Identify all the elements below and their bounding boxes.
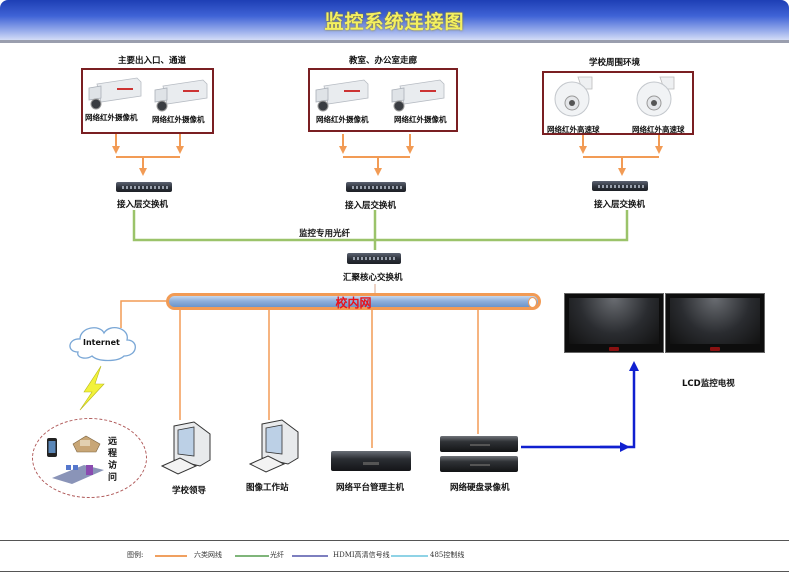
hdmi-link xyxy=(521,361,639,449)
cat6-drops xyxy=(120,300,479,448)
camera-group-surroundings: 网络红外高速球 网络红外高速球 xyxy=(542,71,694,135)
internet-label: Internet xyxy=(83,338,120,347)
cat6-group3-links xyxy=(579,134,663,176)
legend-swatch-485 xyxy=(391,555,428,557)
endpoint-label: 学校领导 xyxy=(172,486,207,496)
internet-cloud-icon xyxy=(69,327,136,362)
legend-label: 六类网线 xyxy=(194,551,222,559)
group-title-corridors: 教室、办公室走廊 xyxy=(349,56,418,66)
access-switch-icon xyxy=(346,182,406,192)
legend-label: HDMI高清信号线 xyxy=(333,551,390,559)
fiber-label: 监控专用光纤 xyxy=(299,229,351,239)
endpoint-label: 网络硬盘录像机 xyxy=(450,483,510,493)
lightning-icon xyxy=(79,365,105,411)
camera-label: 网络红外高速球 xyxy=(632,125,685,134)
camera-label: 网络红外摄像机 xyxy=(152,115,205,124)
remote-access-label: 远程访问 xyxy=(108,437,118,483)
fiber-links xyxy=(132,210,629,250)
legend-label: 485控制线 xyxy=(430,551,465,559)
lcd-monitor-icon xyxy=(564,293,664,353)
management-server-icon xyxy=(331,451,411,471)
cat6-group2-links xyxy=(339,134,414,176)
endpoint-label: 图像工作站 xyxy=(246,483,289,493)
group-title-surroundings: 学校周围环境 xyxy=(589,58,641,68)
core-switch-label: 汇聚核心交换机 xyxy=(343,273,403,283)
bullet-camera-icon xyxy=(391,79,445,112)
bullet-camera-icon xyxy=(315,79,369,112)
legend-swatch-hdmi xyxy=(292,555,328,557)
campus-network-bus: 校内网 xyxy=(166,293,541,310)
access-switch-label: 接入层交换机 xyxy=(117,200,169,210)
core-switch-icon xyxy=(347,253,401,264)
bullet-camera-icon xyxy=(88,77,142,110)
legend-swatch-cat6 xyxy=(155,555,187,557)
diagram-title: 监控系统连接图 xyxy=(324,11,465,33)
camera-group-corridors: 网络红外摄像机 网络红外摄像机 xyxy=(308,68,458,132)
title-banner: 监控系统连接图 xyxy=(0,0,789,43)
remote-access-zone xyxy=(32,418,147,498)
dome-camera-icon xyxy=(636,76,675,117)
dome-camera-icon xyxy=(554,76,593,117)
access-switch-icon xyxy=(116,182,172,192)
nvr-icon xyxy=(440,456,518,472)
camera-label: 网络红外摄像机 xyxy=(85,113,138,122)
camera-group-entrances: 网络红外摄像机 网络红外摄像机 xyxy=(81,68,214,134)
endpoint-label: 网络平台管理主机 xyxy=(336,483,405,493)
campus-network-label: 校内网 xyxy=(335,296,372,310)
cat6-group1-links xyxy=(112,134,184,176)
access-switch-label: 接入层交换机 xyxy=(345,201,397,211)
bullet-camera-icon xyxy=(154,79,208,112)
group-title-entrances: 主要出入口、通道 xyxy=(118,56,187,66)
legend-label: 光纤 xyxy=(270,551,284,559)
camera-label: 网络红外摄像机 xyxy=(394,115,447,124)
camera-label: 网络红外摄像机 xyxy=(316,115,369,124)
legend-swatch-fiber xyxy=(235,555,269,557)
nvr-icon xyxy=(440,436,518,452)
camera-label: 网络红外高速球 xyxy=(547,125,600,134)
lcd-display-label: LCD监控电视 xyxy=(682,379,735,389)
lcd-monitor-icon xyxy=(665,293,765,353)
access-switch-icon xyxy=(592,181,648,191)
access-switch-label: 接入层交换机 xyxy=(594,200,646,210)
pipe-end xyxy=(528,297,537,308)
legend-title: 图例: xyxy=(127,551,144,559)
